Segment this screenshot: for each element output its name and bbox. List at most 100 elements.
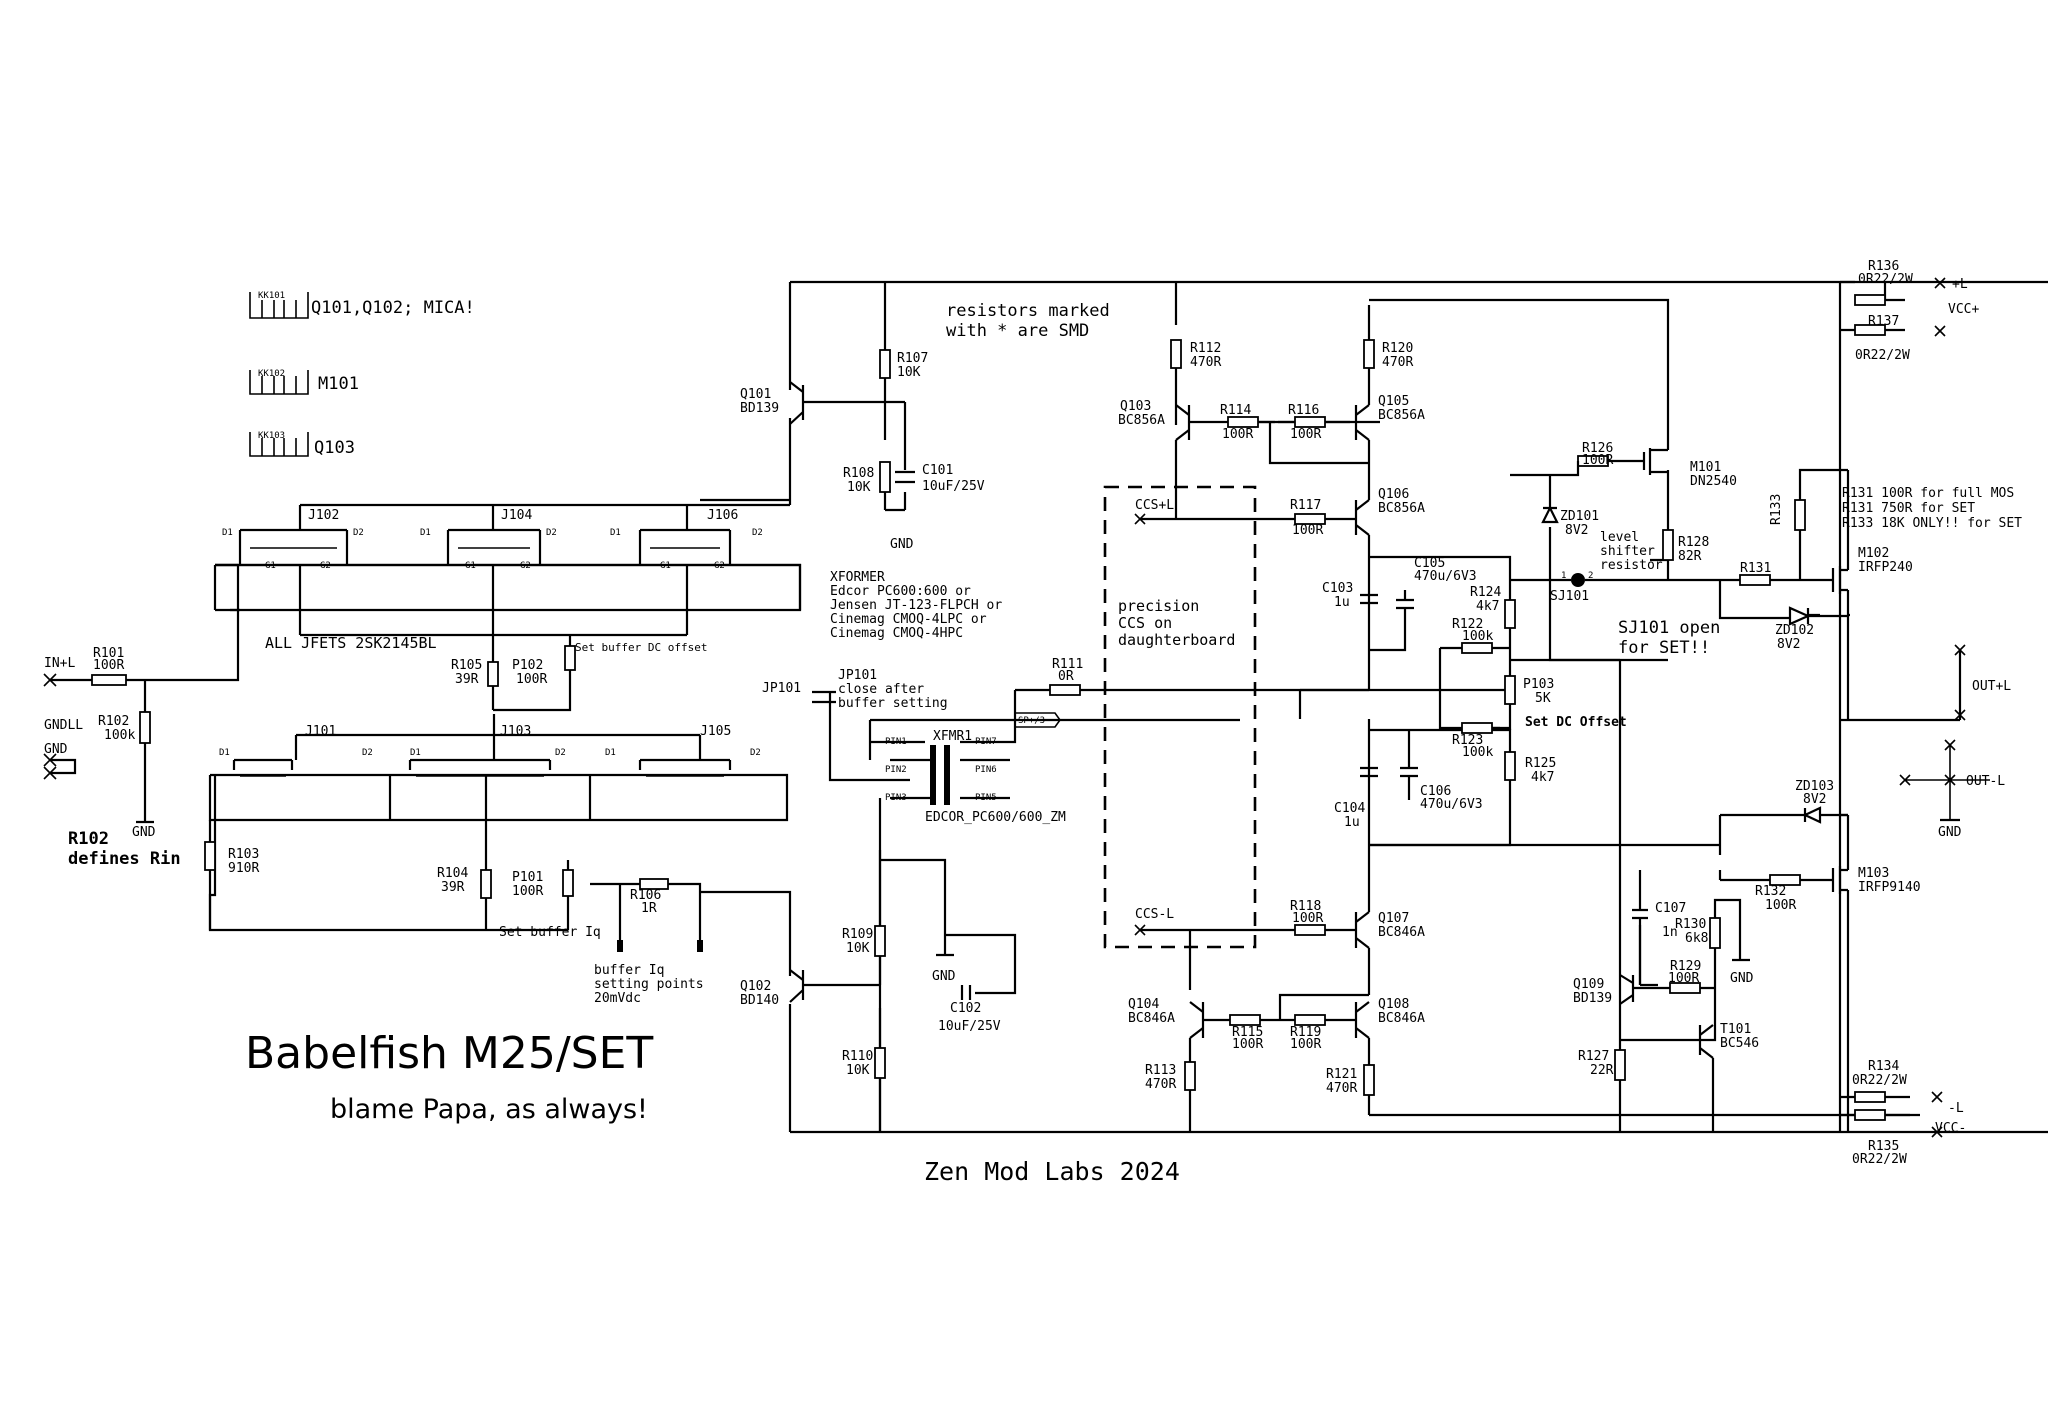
svg-text:C104: C104 (1334, 801, 1365, 816)
svg-text:1R: 1R (641, 901, 657, 916)
svg-text:D2: D2 (353, 528, 364, 538)
svg-text:0R: 0R (1058, 669, 1074, 684)
svg-text:C105: C105 (1414, 556, 1445, 571)
jumper-jp101[interactable]: JP101 (762, 681, 910, 782)
trimmer-p102[interactable]: P102 100R (512, 645, 576, 687)
port-vcc-minus[interactable]: VCC- (1931, 1121, 1966, 1138)
svg-text:Q101: Q101 (740, 387, 771, 402)
port-gndll[interactable]: GNDLL GND (43, 718, 83, 780)
svg-text:100R: 100R (1292, 523, 1323, 538)
capacitor-c103: C103 1u (1322, 581, 1378, 610)
svg-text:P101: P101 (512, 870, 543, 885)
sj-note-line2: for SET!! (1618, 638, 1710, 658)
capacitor-c107: C107 1n (1632, 901, 1686, 985)
port-out-plus-l[interactable]: OUT+L (1954, 644, 2011, 721)
svg-text:BC546: BC546 (1720, 1036, 1759, 1051)
svg-text:10uF/25V: 10uF/25V (938, 1019, 1001, 1034)
svg-text:G2: G2 (320, 561, 331, 571)
lower-bias-wires (208, 820, 702, 940)
svg-text:CCS-L: CCS-L (1135, 907, 1174, 922)
port-out-minus-l[interactable]: OUT-L GND (1899, 739, 2005, 840)
sp-plus-3-pin: SP+/3 (1014, 712, 1061, 728)
buffer-iq-note-line3: 20mVdc (594, 991, 641, 1006)
svg-text:D2: D2 (555, 748, 566, 758)
resistor-r131[interactable]: R131 (1739, 561, 1771, 586)
resistor-r108: R108 10K (843, 461, 891, 495)
svg-text:P102: P102 (512, 658, 543, 673)
svg-text:6k8: 6k8 (1685, 931, 1708, 946)
svg-text:1u: 1u (1344, 815, 1360, 830)
svg-text:39R: 39R (455, 672, 479, 687)
svg-text:470R: 470R (1190, 355, 1221, 370)
resistor-r117: R117 100R (1290, 498, 1326, 538)
test-point-right[interactable] (697, 940, 703, 952)
jfet-j103: J103 D1 D2 (410, 724, 566, 758)
svg-text:PIN3: PIN3 (885, 793, 907, 803)
level-shifter-note-line1: level (1600, 530, 1639, 545)
resistor-r104: R104 39R (437, 866, 492, 899)
svg-text:Q102: Q102 (740, 979, 771, 994)
svg-text:5K: 5K (1535, 691, 1551, 706)
capacitor-c101: C101 10uF/25V (895, 463, 985, 494)
jp-note-line1: JP101 (838, 668, 877, 683)
svg-text:R111: R111 (1052, 657, 1083, 672)
svg-text:470u/6V3: 470u/6V3 (1414, 569, 1477, 584)
resistor-r103: R103 910R (204, 841, 259, 876)
resistor-r127: R127 22R (1578, 1049, 1626, 1081)
svg-text:GND: GND (1938, 825, 1962, 840)
resistor-r102: R102 100k (98, 711, 151, 744)
svg-text:SJ101: SJ101 (1550, 589, 1589, 604)
resistor-r134: R134 0R22/2W (1852, 1059, 1907, 1103)
svg-text:R114: R114 (1220, 403, 1251, 418)
port-plus-l[interactable]: +L (1934, 277, 1968, 292)
svg-text:R109: R109 (842, 927, 873, 942)
transistor-q103: Q103 BC856A (1118, 399, 1228, 441)
resistor-r128: R128 82R (1662, 529, 1709, 564)
svg-text:CCS+L: CCS+L (1135, 498, 1174, 513)
rail-wires-right (1838, 280, 1910, 1132)
solder-jumper-sj101[interactable]: SJ101 1 2 (1510, 571, 1720, 604)
resistor-r112: R112 470R (1170, 339, 1221, 370)
svg-text:XFMR1: XFMR1 (933, 729, 972, 744)
svg-text:100R: 100R (516, 672, 547, 687)
test-point-left[interactable] (617, 940, 623, 952)
svg-text:470R: 470R (1326, 1081, 1357, 1096)
trimmer-p101[interactable]: P101 100R (512, 869, 574, 899)
svg-text:G2: G2 (714, 561, 725, 571)
svg-text:Q103: Q103 (314, 438, 355, 458)
smd-note-line2: with * are SMD (946, 321, 1089, 341)
capacitor-c106: C106 470u/6V3 (1400, 730, 1483, 812)
jfet-j106: J106 D1 D2 G1 G2 (610, 508, 763, 571)
svg-text:910R: 910R (228, 861, 259, 876)
port-minus-l[interactable]: -L (1931, 1091, 1964, 1116)
svg-text:82R: 82R (1678, 549, 1702, 564)
port-in-l[interactable]: IN+L (43, 656, 75, 687)
svg-text:R127: R127 (1578, 1049, 1609, 1064)
resistor-r114: R114 100R (1220, 403, 1259, 442)
svg-text:R123: R123 (1452, 733, 1483, 748)
footer-credit: Zen Mod Labs 2024 (924, 1157, 1180, 1186)
level-shifter-note-line3: resistor (1600, 558, 1663, 573)
svg-text:R110: R110 (842, 1049, 873, 1064)
port-vcc-plus[interactable]: VCC+ (1934, 302, 1979, 337)
svg-text:Q103: Q103 (1120, 399, 1151, 414)
svg-text:10K: 10K (846, 1063, 870, 1078)
resistor-r101: R101 100R (91, 646, 127, 686)
svg-text:8V2: 8V2 (1565, 523, 1588, 538)
out-plus-wires (1840, 650, 1962, 722)
svg-text:GND: GND (132, 825, 156, 840)
svg-text:IRFP9140: IRFP9140 (1858, 880, 1921, 895)
trimmer-p103[interactable]: P103 5K (1504, 675, 1554, 706)
r131-note-set: R131 750R for SET (1842, 501, 1975, 516)
buffer-iq-note-line2: setting points (594, 977, 704, 992)
svg-text:100k: 100k (1462, 629, 1493, 644)
gnd-symbol-c101: GND (885, 492, 914, 552)
svg-text:C106: C106 (1420, 784, 1451, 799)
svg-text:GNDLL: GNDLL (44, 718, 83, 733)
transformer-xfmr1: XFMR1 EDCOR_PC600/600_ZM PIN1 PIN2 PIN3 … (868, 720, 1066, 860)
svg-text:R137: R137 (1868, 314, 1899, 329)
smd-note-line1: resistors marked (946, 301, 1110, 321)
svg-text:J105: J105 (700, 724, 731, 739)
